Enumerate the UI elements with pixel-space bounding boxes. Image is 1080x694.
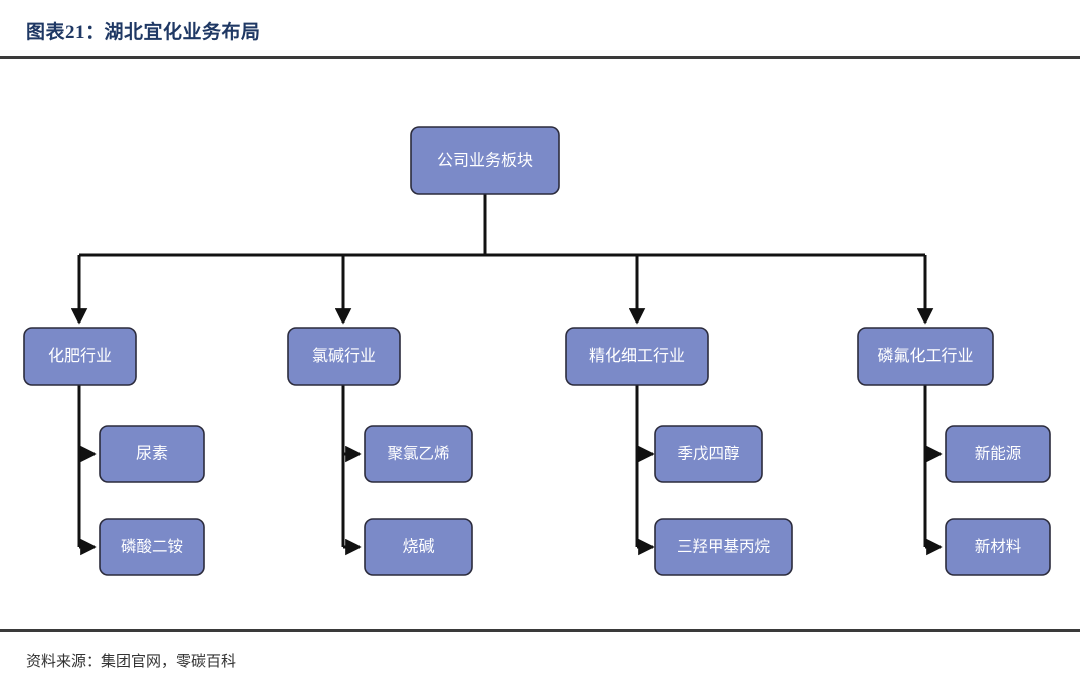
node-branch-1-child-2-label: 磷酸二铵 (121, 538, 183, 556)
node-branch-2-child-2-label: 烧碱 (402, 538, 434, 556)
node-branch-2[interactable]: 氯碱行业 (287, 327, 401, 386)
node-root-label: 公司业务板块 (437, 152, 533, 170)
node-branch-4-child-2[interactable]: 新材料 (945, 518, 1051, 576)
node-branch-3-child-2-box (654, 518, 793, 576)
title-divider-top (0, 56, 1080, 59)
source-note: 资料来源：集团官网，零碳百科 (26, 654, 237, 670)
node-branch-2-child-2[interactable]: 烧碱 (364, 518, 473, 576)
node-branch-1-child-1[interactable]: 尿素 (99, 425, 205, 483)
org-chart-diagram: 公司业务板块 化肥行业 尿素 磷酸二铵 氯碱行业 聚氯乙烯 烧碱 (23, 126, 1051, 576)
node-branch-4-child-2-label: 新材料 (975, 538, 1022, 556)
node-branch-3-child-1[interactable]: 季戊四醇 (654, 425, 763, 483)
page-title: 图表21：湖北宜化业务布局 (26, 22, 261, 43)
footer-divider (0, 629, 1080, 632)
node-root[interactable]: 公司业务板块 (410, 126, 560, 195)
node-branch-4-child-2-box (945, 518, 1051, 576)
node-branch-2-box (287, 327, 401, 386)
node-branch-2-child-1-label: 聚氯乙烯 (387, 445, 449, 463)
node-branch-4-label: 磷氟化工行业 (877, 347, 973, 365)
node-branch-4-box (857, 327, 994, 386)
node-branch-4-child-1-label: 新能源 (975, 445, 1022, 463)
node-branch-3-child-1-label: 季戊四醇 (677, 445, 739, 463)
node-branch-3[interactable]: 精化细工行业 (565, 327, 709, 386)
node-branch-2-child-1[interactable]: 聚氯乙烯 (364, 425, 473, 483)
node-branch-2-child-2-box (364, 518, 473, 576)
node-branch-3-child-2-label: 三羟甲基丙烷 (677, 538, 771, 556)
node-branch-4-child-1-box (945, 425, 1051, 483)
node-branch-4[interactable]: 磷氟化工行业 (857, 327, 994, 386)
node-branch-4-child-1[interactable]: 新能源 (945, 425, 1051, 483)
node-branch-2-child-1-box (364, 425, 473, 483)
node-branch-1-label: 化肥行业 (48, 347, 112, 365)
node-branch-1-child-2-box (99, 518, 205, 576)
node-branch-2-label: 氯碱行业 (312, 347, 376, 365)
node-branch-1-child-1-label: 尿素 (136, 445, 168, 463)
node-root-box (410, 126, 560, 195)
node-branch-3-label: 精化细工行业 (589, 347, 685, 365)
node-branch-3-box (565, 327, 709, 386)
node-branch-3-child-2[interactable]: 三羟甲基丙烷 (654, 518, 793, 576)
node-branch-1-child-2[interactable]: 磷酸二铵 (99, 518, 205, 576)
node-branch-3-child-1-box (654, 425, 763, 483)
node-branch-1[interactable]: 化肥行业 (23, 327, 137, 386)
node-branch-1-child-1-box (99, 425, 205, 483)
node-branch-1-box (23, 327, 137, 386)
